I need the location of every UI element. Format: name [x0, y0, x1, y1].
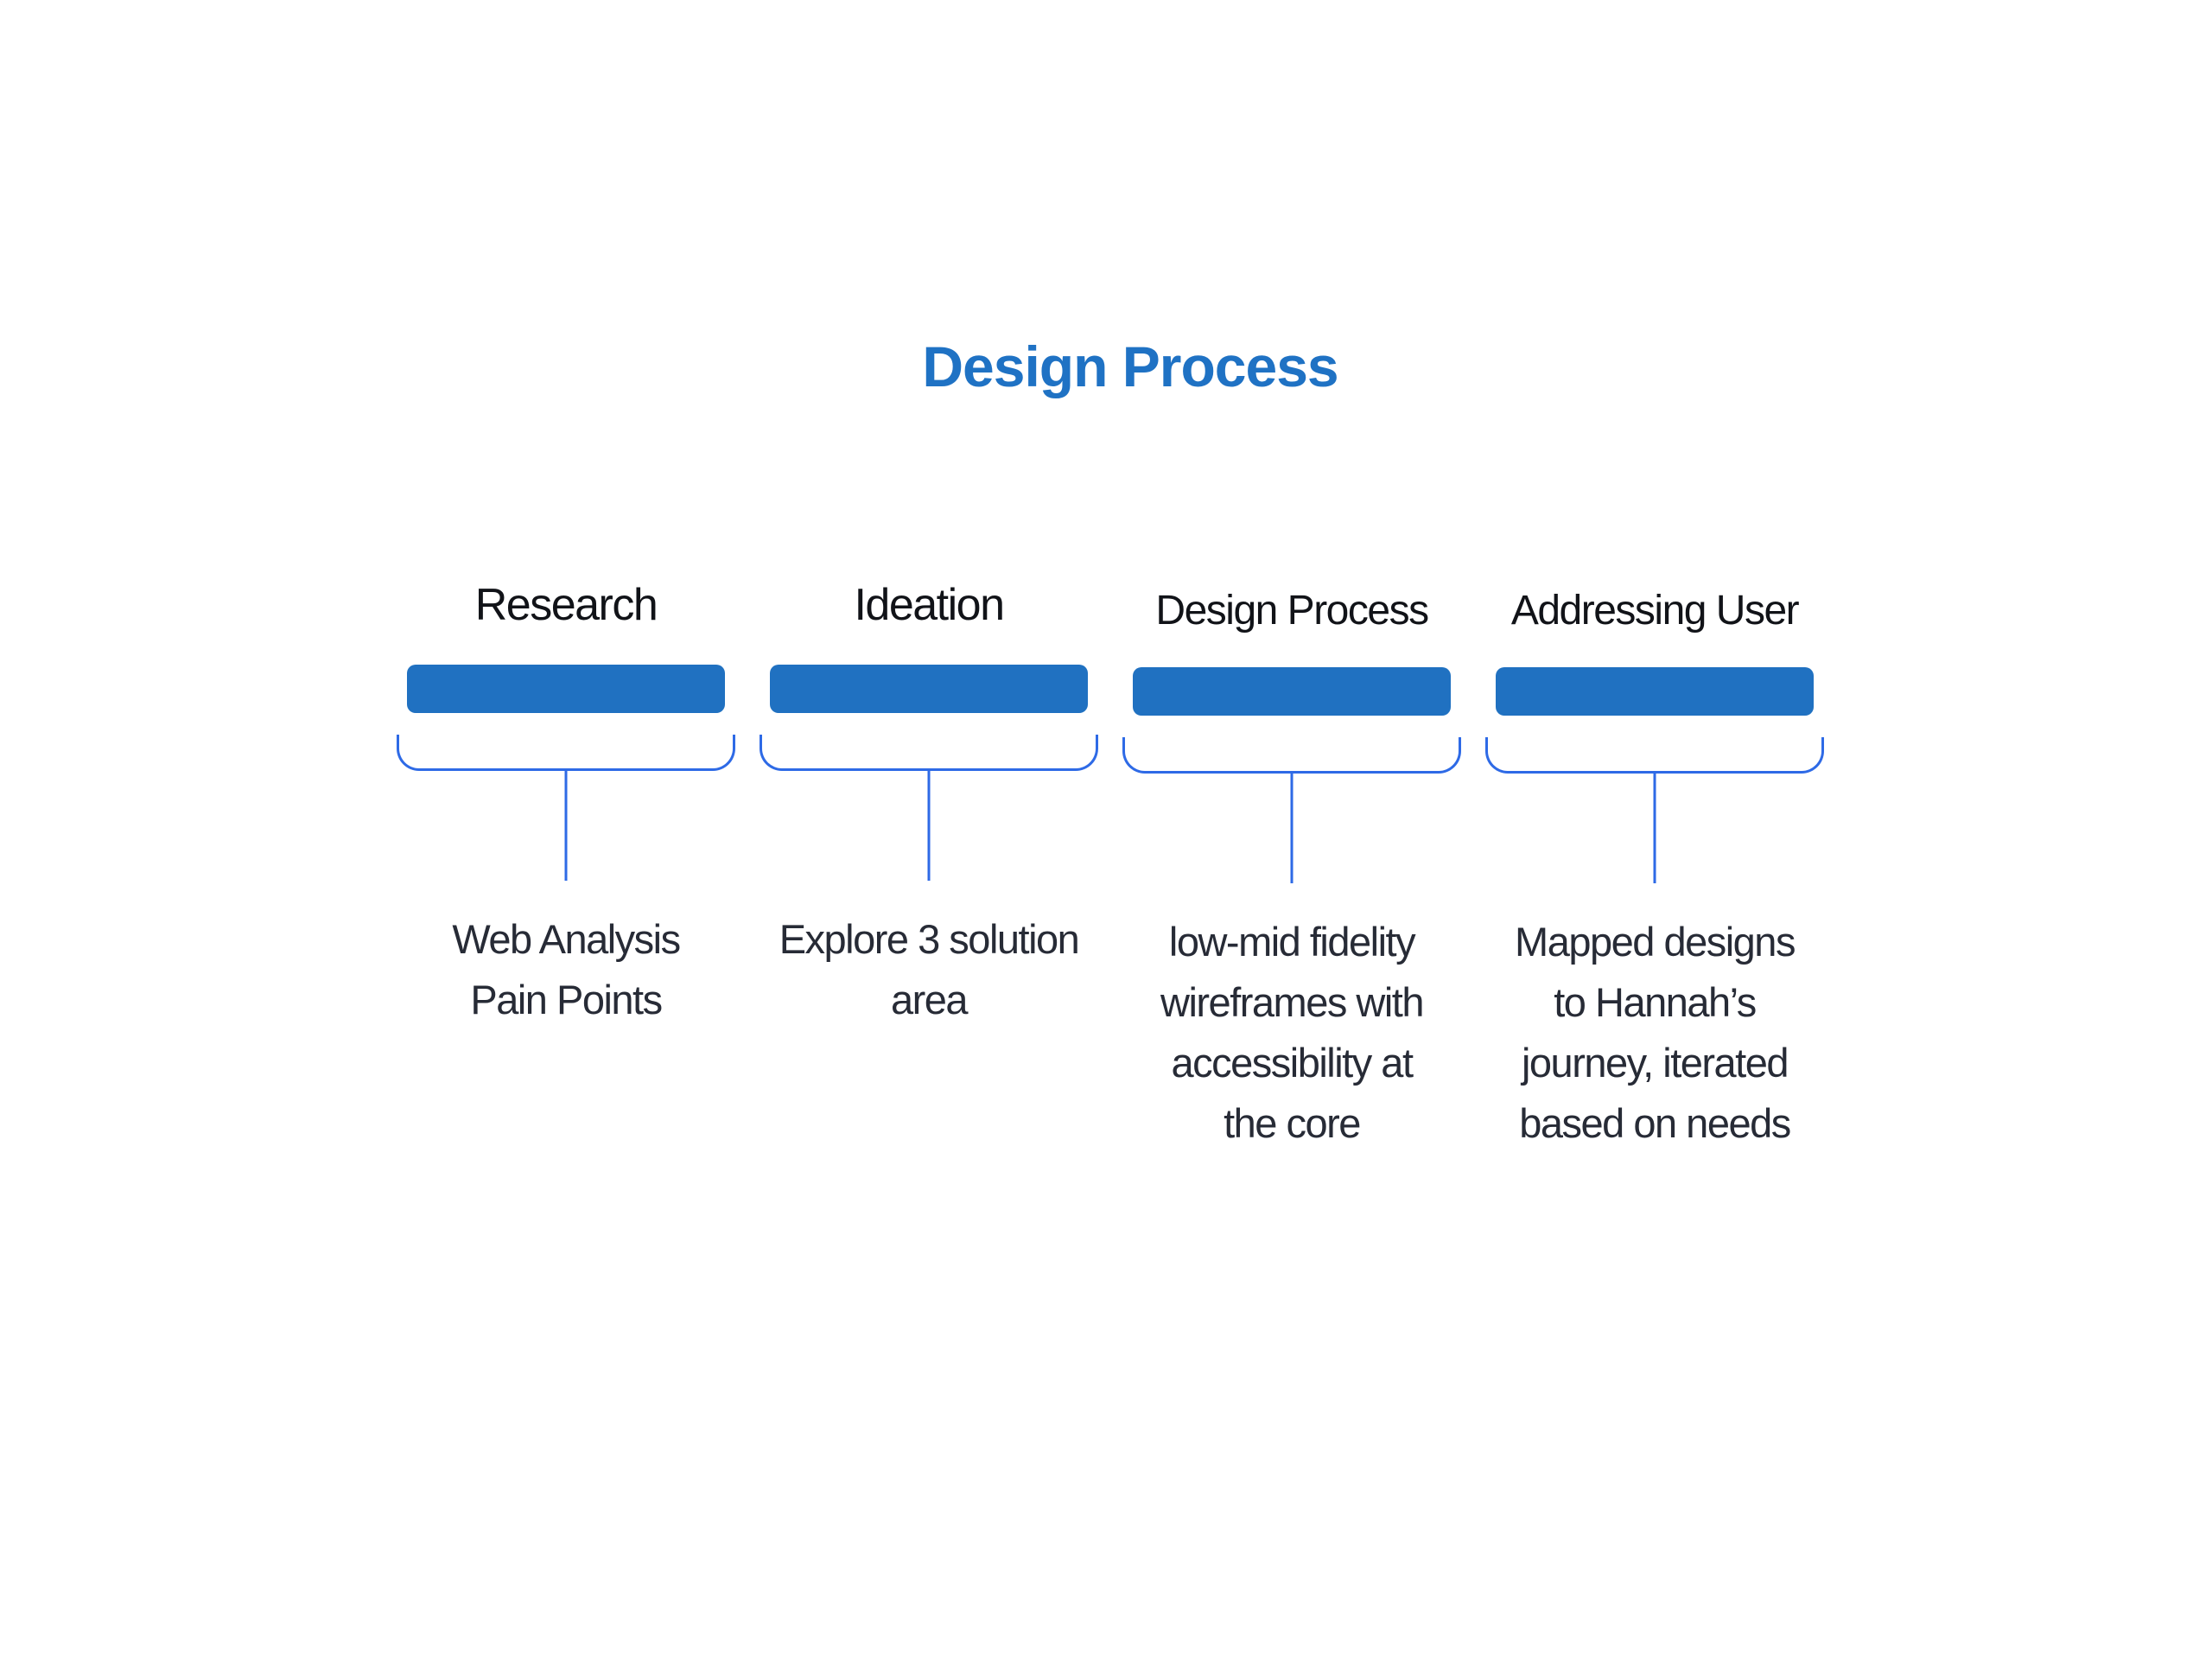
stage-description: Explore 3 solution area [730, 909, 1128, 1030]
stage-connector [564, 770, 568, 881]
stage-ideation: Ideation Explore 3 solution area [747, 0, 1110, 1659]
stage-description: low-mid fidelity wireframes with accessi… [1093, 912, 1491, 1154]
stage-bar [1133, 667, 1451, 716]
description-line: Explore 3 solution [779, 916, 1080, 962]
description-line: area [890, 977, 969, 1022]
stage-heading: Ideation [854, 580, 1005, 630]
description-line: Mapped designs [1515, 919, 1796, 965]
description-line: the core [1224, 1100, 1361, 1146]
stage-bar [770, 665, 1088, 713]
description-line: wireframes with [1160, 979, 1424, 1025]
stage-bar [1496, 667, 1814, 716]
stage-design-process: Design Process low-mid fidelity wirefram… [1110, 3, 1473, 1662]
stage-bracket [397, 735, 735, 771]
stage-bracket [1122, 737, 1461, 774]
description-line: accessibility at [1171, 1040, 1414, 1086]
stage-heading: Research [474, 580, 658, 630]
description-line: journey, iterated [1521, 1040, 1789, 1086]
diagram-title: Design Process [922, 334, 1338, 398]
description-line: Pain Points [470, 977, 663, 1022]
stage-heading: Addressing User [1510, 588, 1800, 634]
stage-connector [927, 770, 931, 881]
stage-description: Web Analysis Pain Points [367, 909, 765, 1030]
stage-research: Research Web Analysis Pain Points [385, 0, 747, 1659]
description-line: based on needs [1519, 1100, 1791, 1146]
stage-connector [1653, 773, 1656, 883]
stage-description: Mapped designs to Hannah’s journey, iter… [1456, 912, 1853, 1154]
description-line: to Hannah’s [1554, 979, 1757, 1025]
stage-bar [407, 665, 725, 713]
stage-heading: Design Process [1155, 588, 1429, 634]
stage-connector [1290, 773, 1294, 883]
description-line: low-mid fidelity [1168, 919, 1416, 965]
description-line: Web Analysis [452, 916, 681, 962]
stage-addressing-user: Addressing User Mapped designs to Hannah… [1473, 3, 1836, 1662]
stage-bracket [1485, 737, 1824, 774]
stage-bracket [760, 735, 1098, 771]
